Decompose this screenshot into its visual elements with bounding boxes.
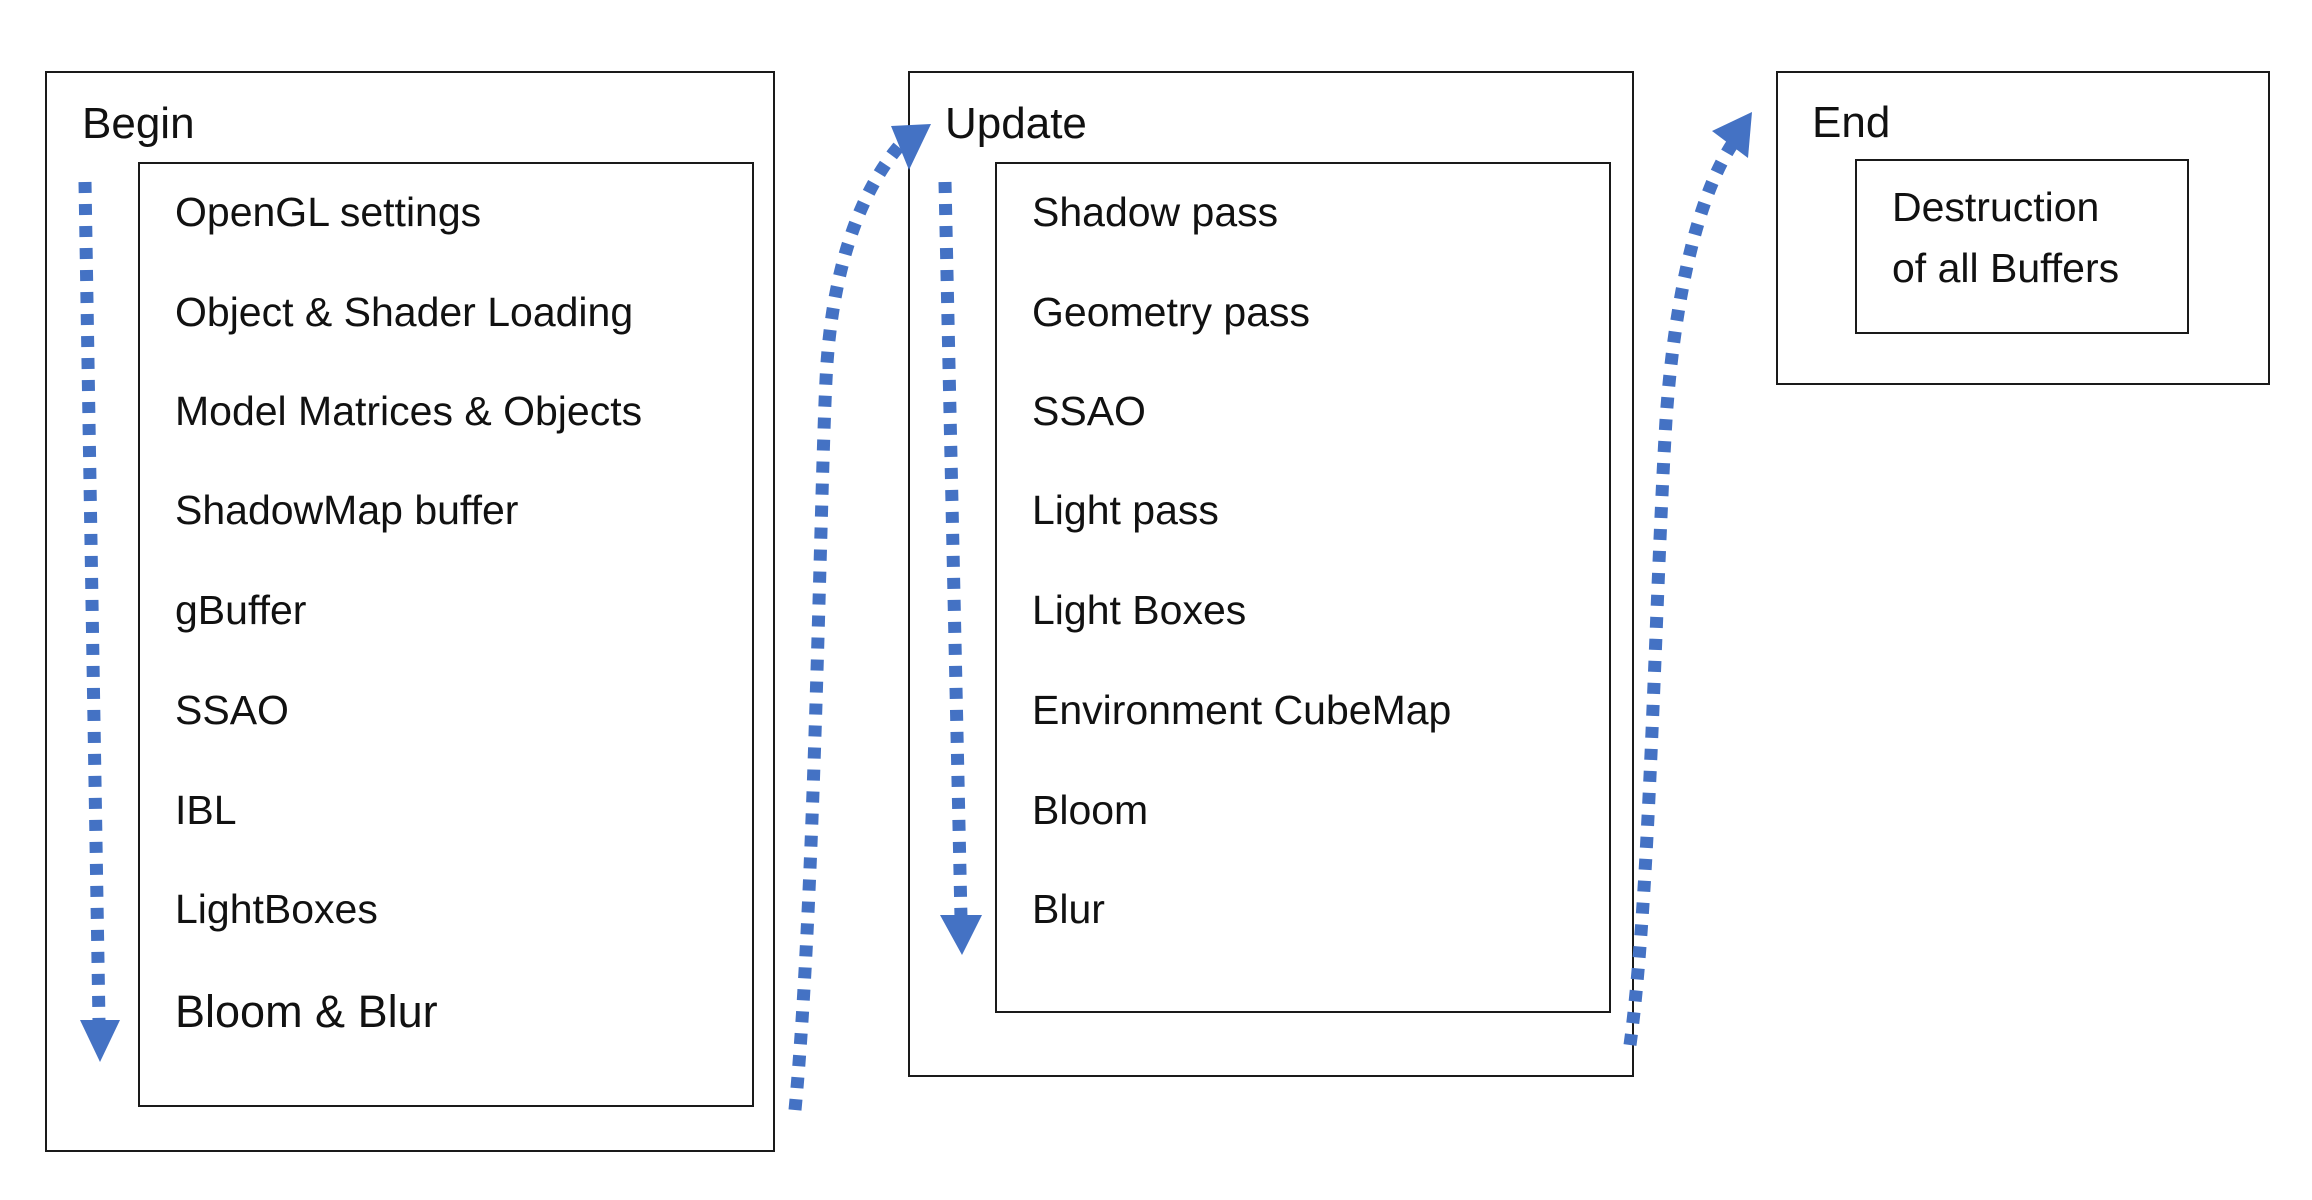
begin-stage-box: [45, 71, 775, 1152]
begin-step: Object & Shader Loading: [175, 289, 634, 335]
update-steps-box: [995, 162, 1611, 1013]
update-step: Geometry pass: [1032, 289, 1310, 335]
update-step: Light Boxes: [1032, 587, 1247, 633]
begin-step: LightBoxes: [175, 886, 378, 932]
update-step: Blur: [1032, 886, 1105, 932]
begin-steps-box: [138, 162, 754, 1107]
update-to-end-arrowhead: [1712, 112, 1752, 158]
begin-step: SSAO: [175, 687, 289, 733]
begin-step: Bloom & Blur: [175, 986, 438, 1037]
update-step: Light pass: [1032, 487, 1219, 533]
update-to-end-arrow-line: [1623, 136, 1741, 1046]
update-step: Bloom: [1032, 787, 1149, 833]
end-stage-box: [1776, 71, 2270, 385]
end-step: Destruction: [1892, 184, 2100, 230]
end-step-list: Destruction of all Buffers: [1892, 177, 2119, 299]
begin-step: Model Matrices & Objects: [175, 388, 643, 434]
end-stage-title: End: [1812, 98, 1891, 147]
update-step: SSAO: [1032, 388, 1146, 434]
update-to-end-arrow: [1623, 112, 1752, 1046]
begin-step: OpenGL settings: [175, 189, 482, 235]
update-step: Shadow pass: [1032, 189, 1279, 235]
end-step: of all Buffers: [1892, 245, 2120, 291]
update-step: Environment CubeMap: [1032, 687, 1452, 733]
begin-step: IBL: [175, 787, 237, 833]
begin-stage-title: Begin: [82, 99, 195, 148]
begin-to-update-arrow-line: [788, 140, 905, 1111]
end-steps-box: [1855, 159, 2189, 334]
begin-step: gBuffer: [175, 587, 307, 633]
update-stage-title: Update: [945, 99, 1087, 148]
begin-step: ShadowMap buffer: [175, 487, 519, 533]
